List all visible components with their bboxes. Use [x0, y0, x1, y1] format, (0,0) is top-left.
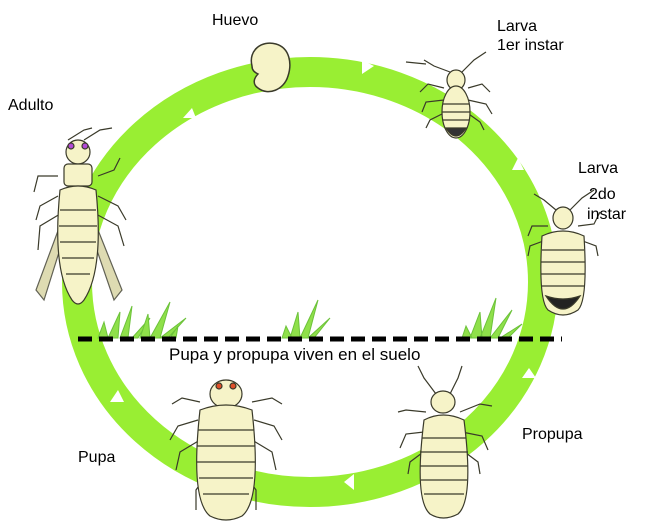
egg-icon: [251, 43, 290, 91]
life-cycle-ring: [77, 72, 543, 492]
label-larva-2do-instar: Larva: [578, 160, 618, 178]
label-larva-2do: 2do: [589, 186, 616, 204]
label-propupa: Propupa: [522, 426, 583, 444]
label-suelo: Pupa y propupa viven en el suelo: [169, 346, 420, 364]
label-pupa: Pupa: [78, 449, 115, 467]
label-larva-instar: instar: [587, 206, 626, 224]
label-adulto: Adulto: [8, 97, 53, 115]
label-larva-1er-instar-stage: 1er instar: [497, 37, 564, 55]
label-huevo: Huevo: [212, 12, 258, 30]
label-larva-1er-instar: Larva: [497, 18, 537, 36]
grass-icon: [98, 298, 522, 338]
